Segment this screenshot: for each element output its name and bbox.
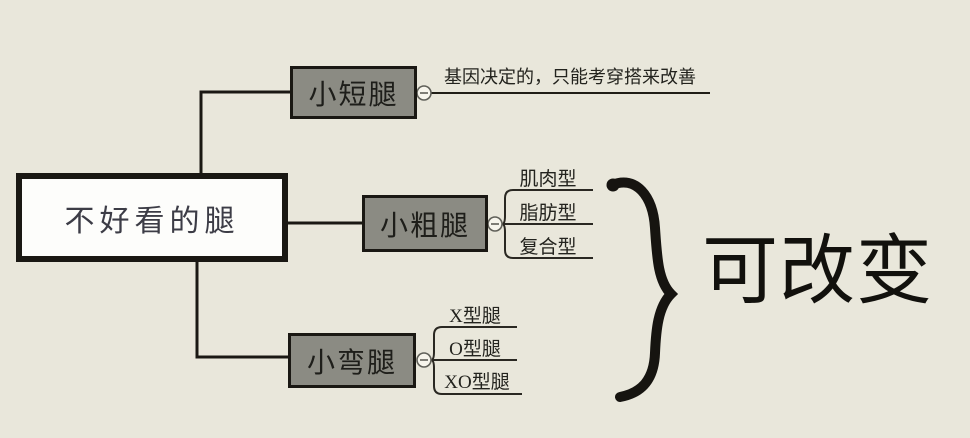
curly-brace-shape <box>606 177 679 402</box>
subtopic-o-legs[interactable]: O型腿 <box>449 339 501 360</box>
branch-line-mixed-type <box>501 223 593 259</box>
brace-stroke <box>607 177 679 402</box>
subtopic-x-legs[interactable]: X型腿 <box>449 306 501 327</box>
collapse-button-thick-legs[interactable] <box>487 216 503 232</box>
collapse-button-bent-legs[interactable] <box>416 352 432 368</box>
branch-node-label: 小弯腿 <box>306 347 397 379</box>
connector-root-to-short-legs <box>199 90 291 173</box>
note-short-legs[interactable]: 基因决定的，只能考穿搭来改善 <box>444 67 696 87</box>
branch-node-label: 小短腿 <box>308 79 399 111</box>
subtopic-mixed-type[interactable]: 复合型 <box>519 237 577 258</box>
branch-line-xo-legs <box>430 359 522 395</box>
branch-node-label: 小粗腿 <box>379 210 470 242</box>
branch-node-bent-legs[interactable]: 小弯腿 <box>288 333 416 388</box>
branch-node-short-legs[interactable]: 小短腿 <box>290 66 417 119</box>
subtopic-muscle-type[interactable]: 肌肉型 <box>519 169 577 190</box>
root-node-ugly-legs[interactable]: 不好看的腿 <box>16 173 288 262</box>
root-node-label: 不好看的腿 <box>64 204 240 238</box>
brace-annotation-changeable[interactable]: 可改变 <box>702 230 933 314</box>
subtopic-fat-type[interactable]: 脂肪型 <box>519 203 577 224</box>
branch-node-thick-legs[interactable]: 小粗腿 <box>362 195 488 252</box>
connector-root-to-bent-legs <box>195 262 289 359</box>
collapse-button-short-legs[interactable] <box>416 85 432 101</box>
subtopic-xo-legs[interactable]: XO型腿 <box>444 372 510 393</box>
